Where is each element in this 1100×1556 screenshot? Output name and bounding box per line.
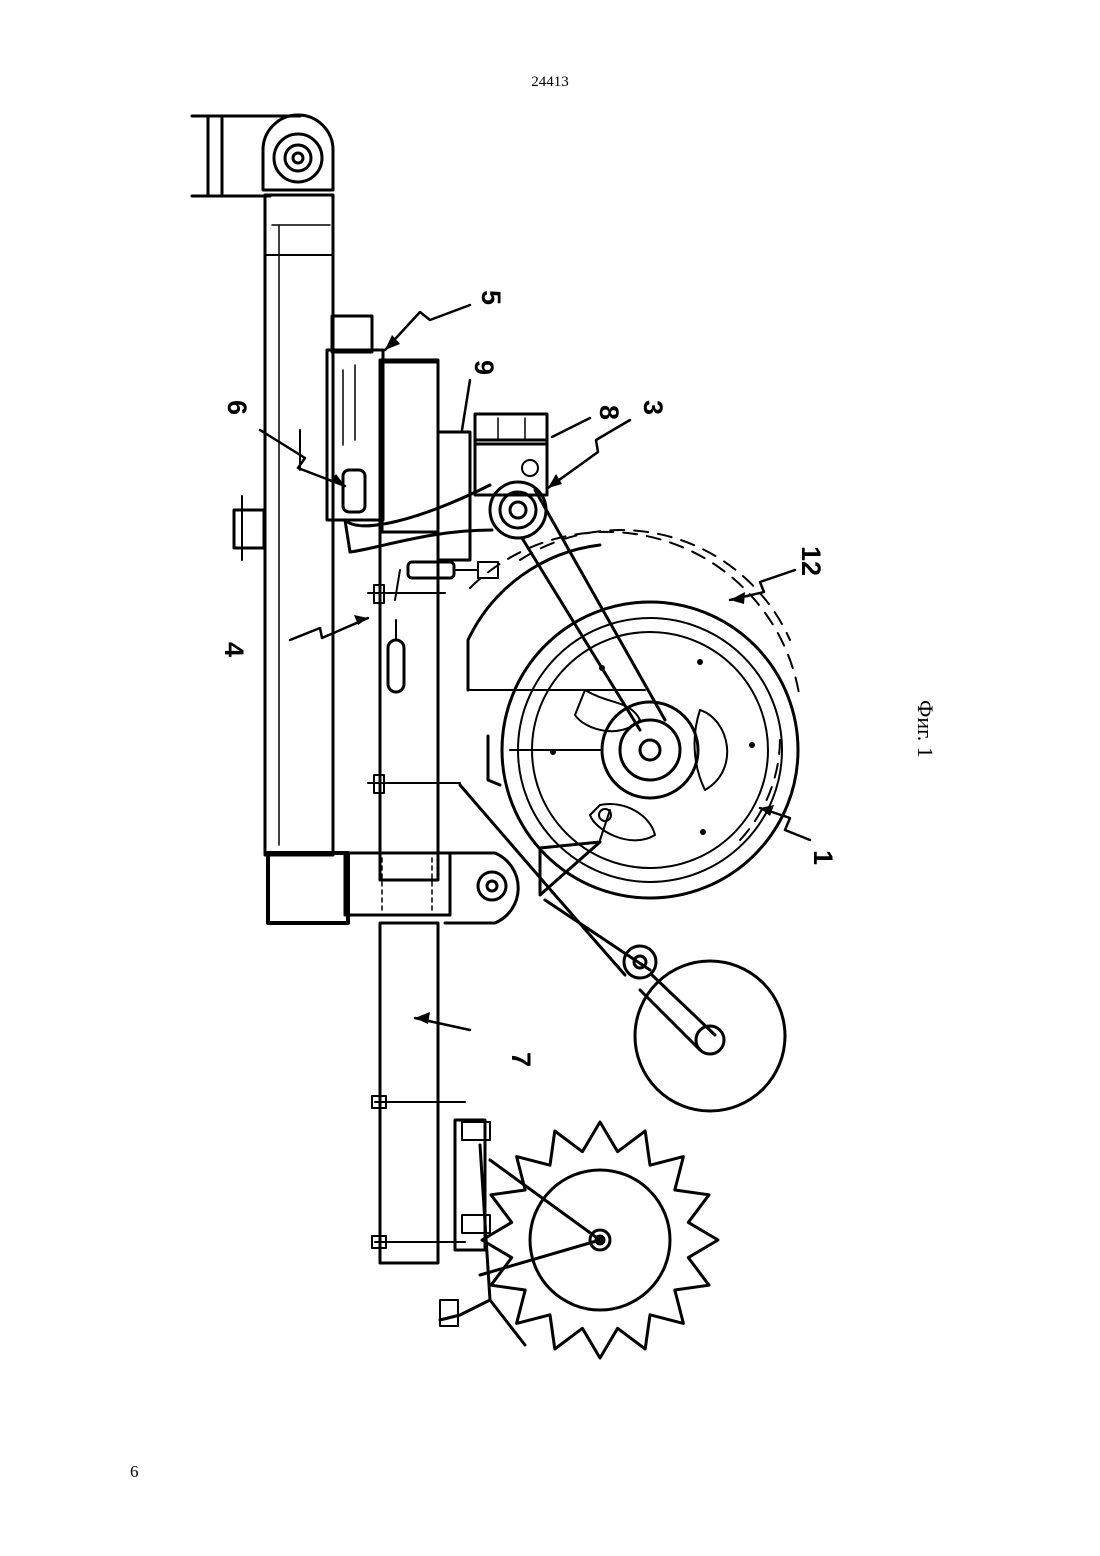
press-wheel: [468, 530, 800, 898]
connecting-rod: [395, 562, 498, 600]
scraper-bracket: [540, 809, 611, 895]
callout-8: 8: [594, 405, 624, 420]
callout-3: 3: [638, 400, 668, 415]
callout-7: 7: [506, 1052, 536, 1067]
callout-6: 6: [222, 400, 252, 415]
clamp-block: [268, 853, 518, 923]
star-wheel: [482, 1122, 718, 1358]
depth-disc: [635, 961, 785, 1111]
callout-5: 5: [476, 290, 506, 305]
housing: [382, 362, 470, 560]
figure-caption: Фиг. 1: [913, 700, 938, 758]
callout-9: 9: [469, 360, 499, 375]
callout-4: 4: [219, 642, 249, 657]
page-number: 6: [130, 1462, 139, 1482]
callout-1: 1: [808, 850, 838, 865]
callout-12: 12: [796, 546, 826, 576]
beam-hangers: [368, 585, 460, 793]
spring-unit: [300, 316, 383, 520]
main-frame-beam: [265, 195, 333, 855]
pivot-hub: [490, 482, 546, 538]
side-clamp: [234, 496, 264, 560]
secondary-beam: [372, 360, 465, 1263]
top-pivot: [263, 115, 333, 190]
